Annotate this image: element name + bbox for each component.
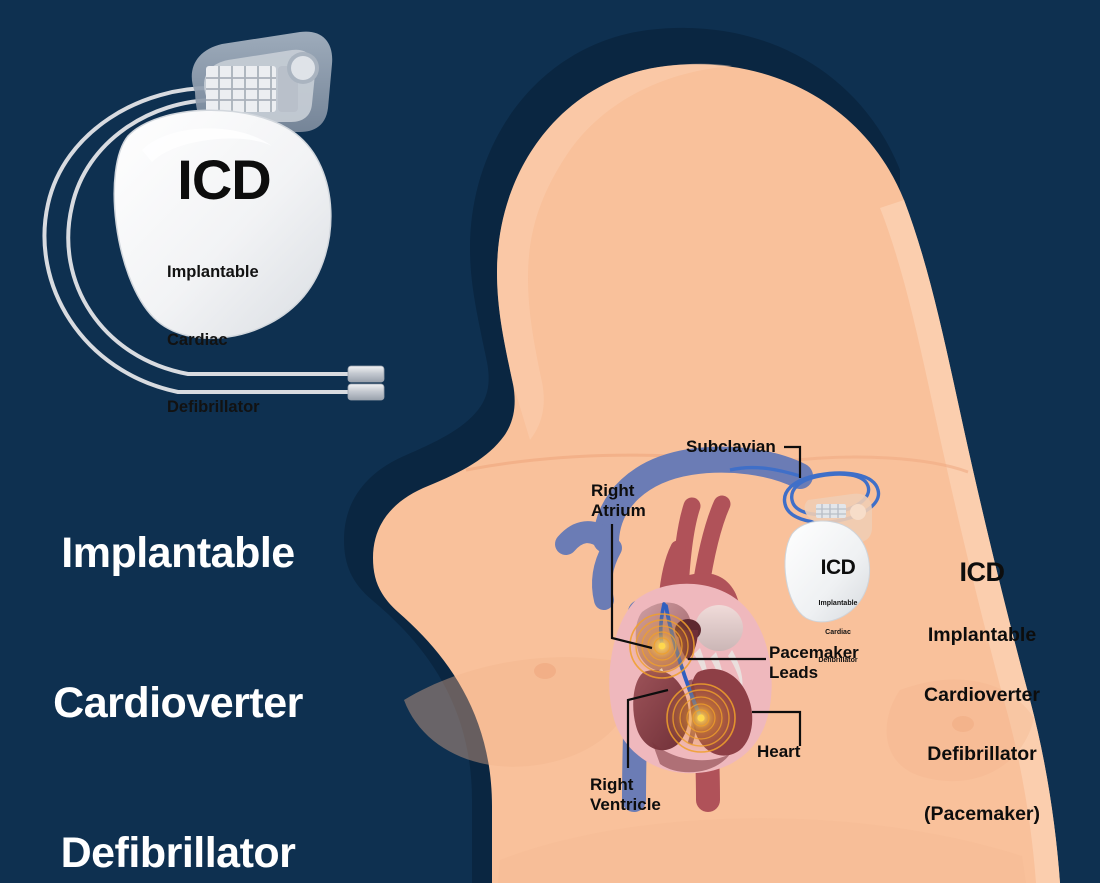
label-heart: Heart	[757, 742, 801, 761]
subclavian-vein	[593, 446, 813, 553]
icd-large-subtitle: Implantable Cardiac Defibrillator	[119, 216, 329, 464]
implanted-icd-device	[784, 493, 872, 623]
label-right-ventricle: Right Ventricle	[590, 775, 661, 814]
icd-device-large	[42, 31, 385, 401]
icd-can-body	[113, 109, 332, 339]
label-subclavian: Subclavian	[686, 437, 776, 456]
page-title: Implantable Cardioverter Defibrillator	[28, 428, 328, 883]
icd-large-sub-line-1: Implantable	[167, 263, 259, 281]
pacemaker-lead-wires	[628, 465, 881, 754]
leader-subclavian	[784, 445, 802, 478]
icd-small-subtitle: Implantable Cardiac Defibrillator	[796, 580, 880, 685]
pulse-atrium	[628, 612, 696, 680]
icd-caption: ICD Implantable Cardioverter Defibrillat…	[857, 521, 1100, 862]
icd-caption-line-2: Cardioverter	[924, 683, 1040, 706]
icd-caption-line-1: Implantable	[927, 624, 1037, 646]
label-pacemaker-leads: Pacemaker Leads	[769, 643, 859, 682]
icd-caption-line-3: Defibrillator	[927, 743, 1037, 765]
body-detail-left	[534, 663, 556, 679]
icd-large-acronym: ICD	[177, 148, 271, 211]
title-line-1: Implantable	[61, 529, 295, 577]
icd-lead-electrodes	[347, 365, 385, 401]
icd-small-acronym: ICD	[820, 556, 856, 579]
icd-large-sub-line-2: Cardiac	[167, 330, 228, 349]
leader-right-atrium	[610, 524, 653, 650]
heart-anatomy	[555, 446, 813, 812]
pulse-ventricle	[665, 682, 737, 754]
icd-large-sub-line-3: Defibrillator	[167, 398, 260, 416]
icd-caption-acronym: ICD	[959, 557, 1006, 587]
callout-leader-lines	[610, 445, 802, 768]
title-line-2: Cardioverter	[53, 679, 303, 727]
icd-caption-line-4: (Pacemaker)	[924, 802, 1040, 825]
body-detail-right	[952, 716, 974, 732]
leader-heart	[752, 710, 802, 746]
left-atrium-chamber	[695, 605, 743, 651]
icd-lead-wires	[42, 85, 352, 394]
label-right-atrium: Right Atrium	[591, 481, 646, 520]
icd-small-sub-line-3: Defibrillator	[818, 657, 858, 664]
icd-small-sub-line-2: Cardiac	[825, 628, 851, 636]
leader-right-ventricle	[626, 688, 669, 768]
title-line-3: Defibrillator	[60, 829, 296, 877]
icd-small-sub-line-1: Implantable	[818, 600, 858, 607]
